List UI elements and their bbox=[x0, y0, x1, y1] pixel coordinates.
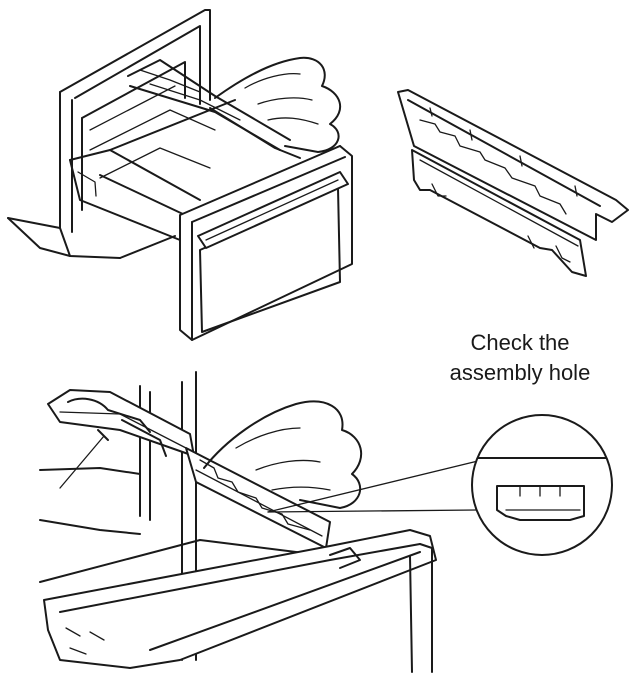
check-assembly-hole-callout: Check the assembly hole bbox=[420, 328, 620, 388]
drawer-pullout-illustration bbox=[7, 9, 353, 341]
rail-installation-closeup-illustration bbox=[39, 371, 613, 673]
drawer-rail-part bbox=[397, 89, 629, 277]
callout-line-2: assembly hole bbox=[449, 360, 591, 385]
callout-line-1: Check the bbox=[470, 330, 570, 355]
